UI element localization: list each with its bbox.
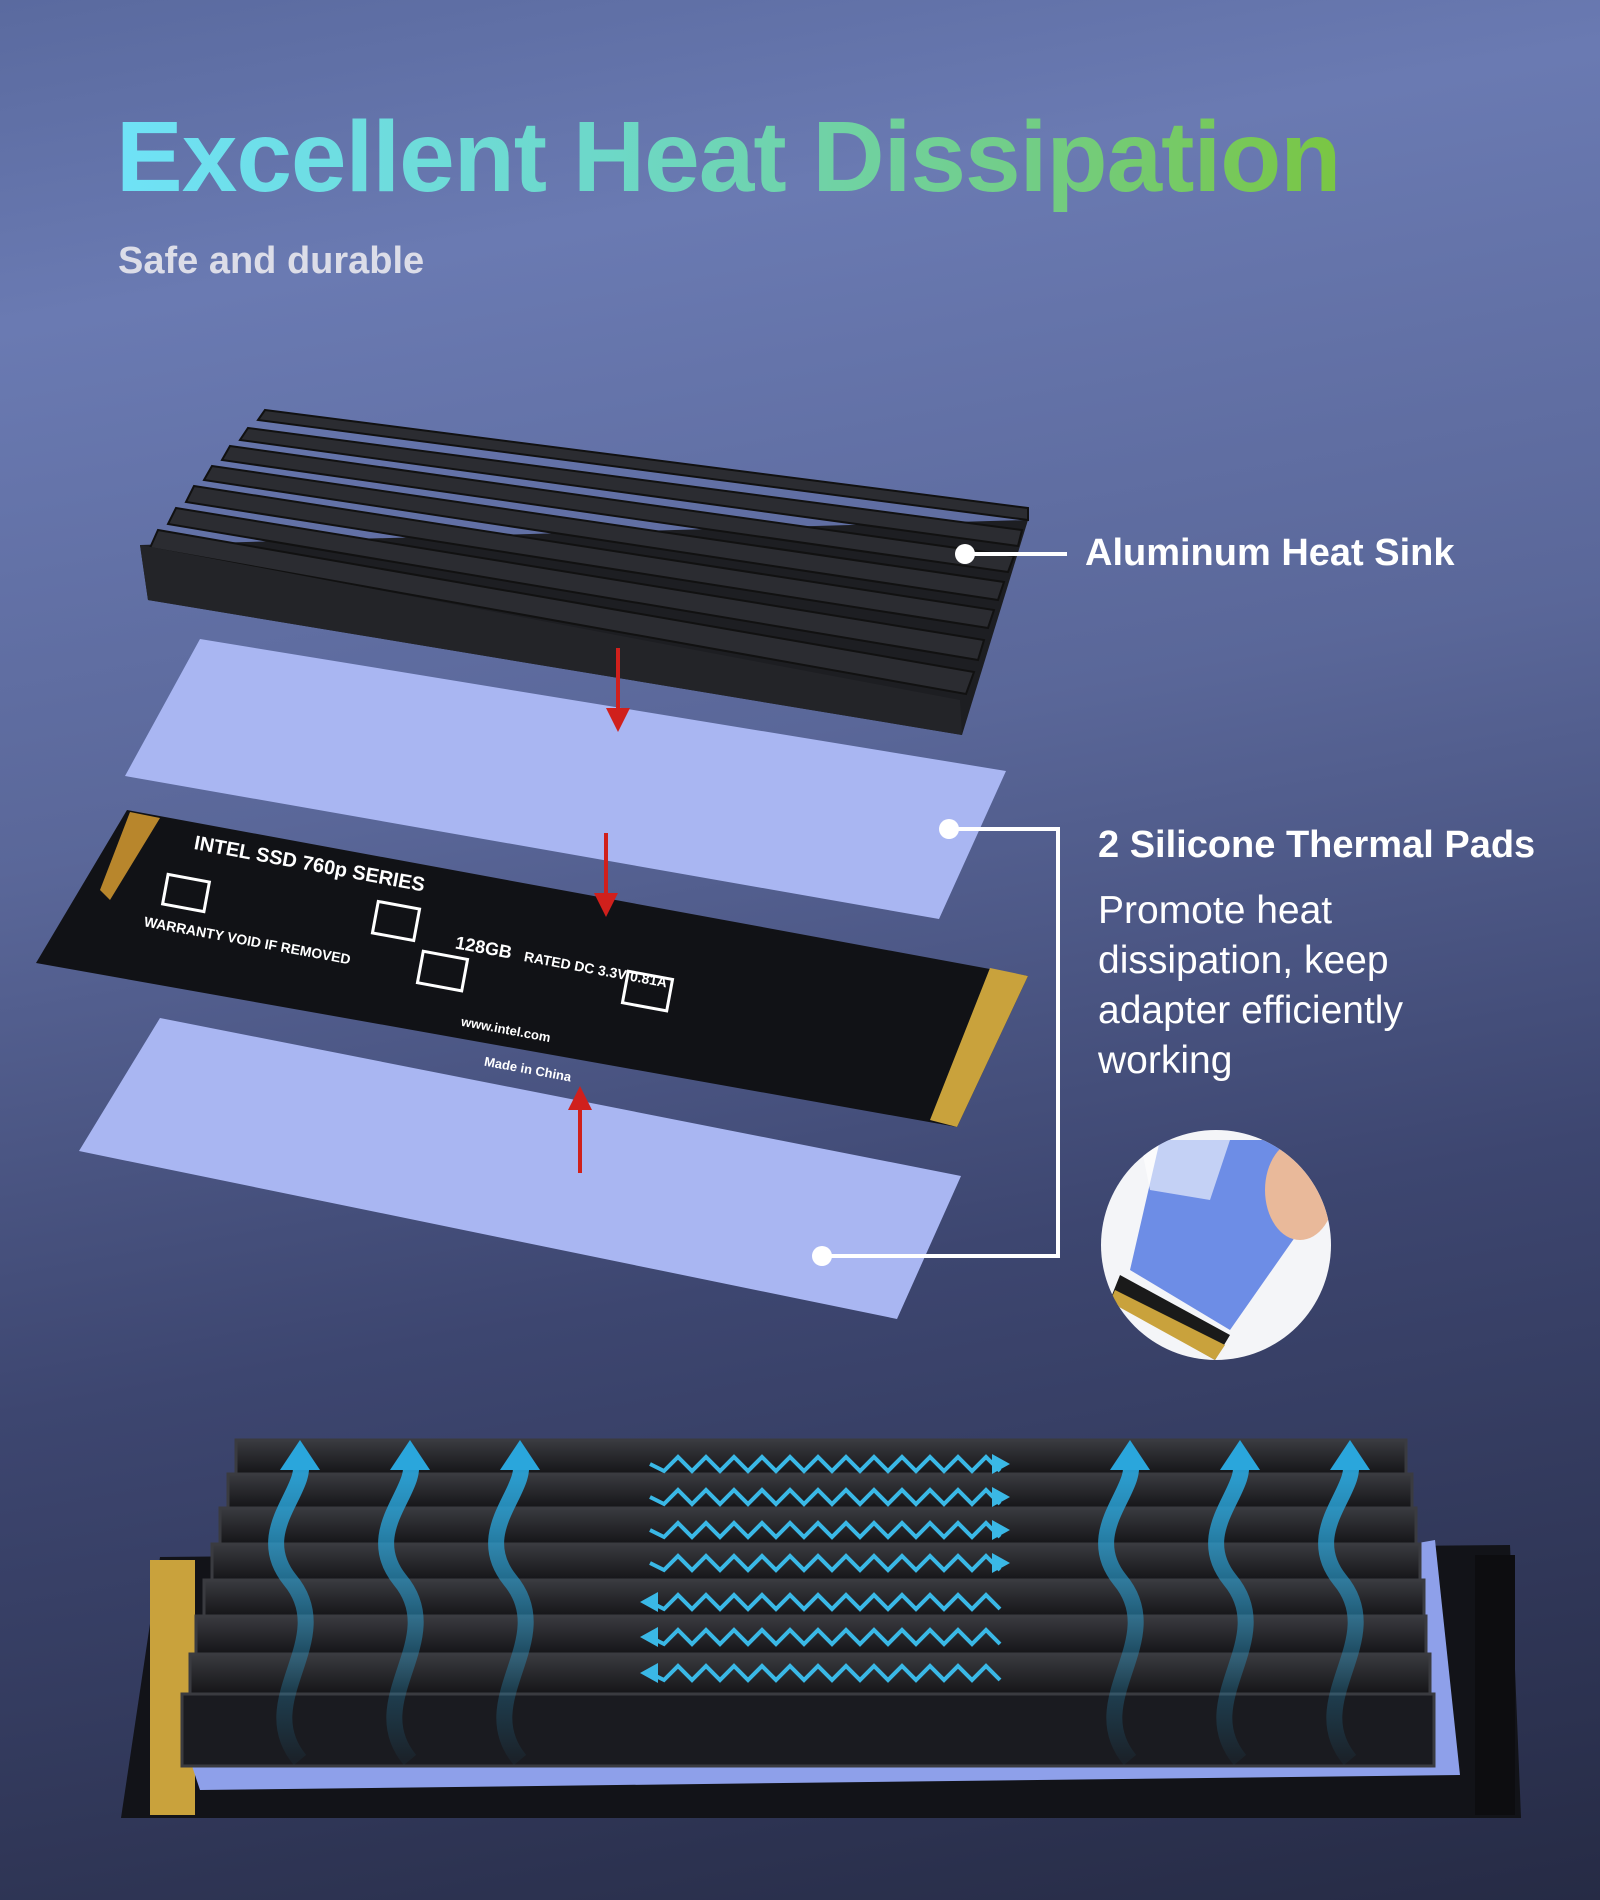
description-line: working xyxy=(1098,1039,1233,1082)
wave-arrowhead xyxy=(992,1454,1010,1474)
heat-up-arrow-icon xyxy=(1098,1457,1144,1766)
thermal-pads-description: Promote heat dissipation, keep adapter e… xyxy=(1098,886,1498,1086)
assembled-ssd-with-heatsink xyxy=(121,1438,1521,1818)
wave-arrowhead xyxy=(992,1487,1010,1507)
heat-up-arrow-icon xyxy=(378,1457,424,1766)
thermal-pads-callout-bracket xyxy=(812,819,1060,1266)
description-line: Promote heat xyxy=(1098,889,1333,932)
wave-arrowhead xyxy=(640,1663,658,1683)
wave-arrow-right-icon xyxy=(649,1520,1002,1540)
wave-arrowhead xyxy=(992,1520,1010,1540)
wave-arrow-right-icon xyxy=(649,1553,1002,1573)
heat-sink-label: Aluminum Heat Sink xyxy=(1085,532,1455,574)
thermal-pad-top xyxy=(125,639,1006,919)
heat-up-arrow-icon xyxy=(268,1457,314,1766)
wave-arrowhead xyxy=(640,1627,658,1647)
aluminum-heat-sink xyxy=(140,408,1029,735)
description-line: adapter efficiently xyxy=(1098,989,1403,1032)
wave-arrowhead xyxy=(992,1553,1010,1573)
heat-up-arrow-icon xyxy=(1208,1457,1254,1766)
wave-arrow-left-icon xyxy=(649,1627,1002,1647)
thermal-pad-bottom xyxy=(79,1018,961,1319)
assembly-arrows xyxy=(568,648,630,1173)
heat-sink-callout-line xyxy=(955,544,1067,564)
heat-wave-arrows xyxy=(640,1454,1010,1683)
wave-arrow-right-icon xyxy=(649,1487,1002,1507)
heat-up-arrow-icon xyxy=(488,1457,534,1766)
wave-arrow-left-icon xyxy=(649,1663,1002,1683)
heat-flow-up-arrows xyxy=(268,1457,1364,1766)
ssd-origin-text: Made in China xyxy=(483,1054,573,1085)
wave-arrow-left-icon xyxy=(649,1592,1002,1612)
heat-up-arrow-icon xyxy=(1318,1457,1364,1766)
thermal-pad-application-photo xyxy=(1101,1130,1331,1360)
thermal-pads-label: 2 Silicone Thermal Pads xyxy=(1098,824,1536,866)
page-subtitle: Safe and durable xyxy=(118,240,425,282)
wave-arrowhead xyxy=(640,1592,658,1612)
wave-arrow-right-icon xyxy=(649,1454,1002,1474)
page-title: Excellent Heat Dissipation xyxy=(116,101,1341,213)
m2-ssd: INTEL SSD 760p SERIES 128GB RATED DC 3.3… xyxy=(36,810,1028,1127)
description-line: dissipation, keep xyxy=(1098,939,1389,982)
